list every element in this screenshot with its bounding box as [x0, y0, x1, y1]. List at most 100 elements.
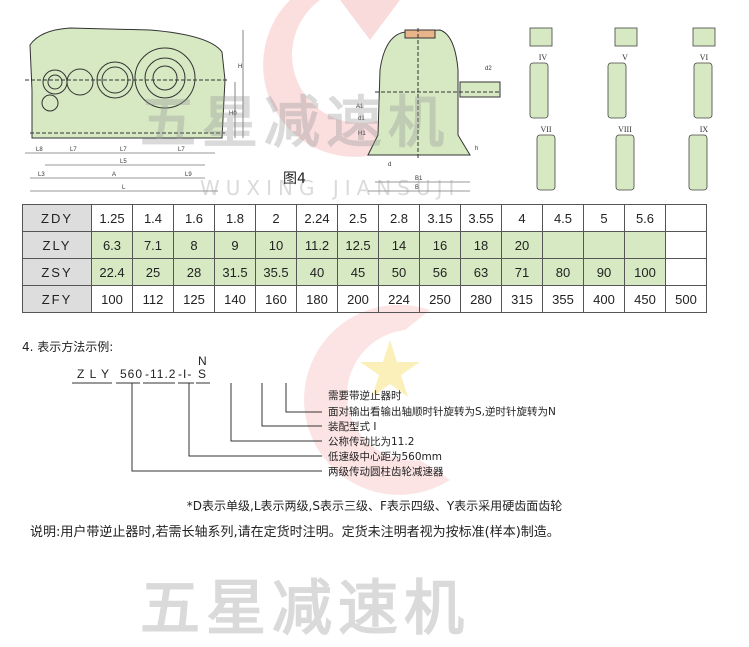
ratio-cell: 28: [173, 258, 215, 286]
ratio-cell: 500: [665, 285, 707, 313]
explanation-line: 装配型式 I: [328, 421, 377, 433]
assembly-type-label: VIII: [618, 125, 632, 134]
ratio-cell: 90: [583, 258, 625, 286]
dim-label: A: [112, 172, 116, 178]
ratio-cell: 6.3: [91, 231, 133, 259]
model-cell: ZFY: [22, 285, 92, 313]
ratio-cell: 250: [419, 285, 461, 313]
code-assembly: -I-: [178, 367, 193, 381]
ratio-cell: 25: [132, 258, 174, 286]
ratio-cell: 1.8: [214, 204, 256, 232]
assembly-type-label: IV: [539, 53, 548, 62]
dim-label: H0: [229, 111, 237, 117]
order-note: 说明:用户带逆止器时,若需长轴系列,请在定货时注明。定货未注明者视为按标准(样本…: [30, 525, 560, 540]
dim-label: B: [415, 185, 419, 191]
section-title: 4. 表示方法示例:: [22, 340, 114, 354]
code-leader-lines: [72, 382, 322, 472]
ratio-cell: 140: [214, 285, 256, 313]
ratio-cell: 80: [542, 258, 584, 286]
ratio-cell: 18: [460, 231, 502, 259]
dim-label: L7: [178, 147, 185, 153]
code-type: Z L Y: [77, 367, 111, 381]
ratio-cell: 112: [132, 285, 174, 313]
gearbox-drawings: L8 L7 L7 L7 L5 L3 A L9 L H H0 A1 d1 d d2…: [25, 27, 716, 192]
code-ratio: -11.2: [145, 367, 177, 381]
dim-label: d1: [358, 116, 365, 122]
ratio-cell: 355: [542, 285, 584, 313]
ratio-cell: [665, 231, 707, 259]
model-cell: ZLY: [22, 231, 92, 259]
ratio-cell: 20: [501, 231, 543, 259]
ratio-cell: 3.55: [460, 204, 502, 232]
ratio-cell: 8: [173, 231, 215, 259]
assembly-type-schematics: [529, 27, 716, 191]
ratio-cell: 56: [419, 258, 461, 286]
ratio-cell: 14: [378, 231, 420, 259]
ratio-cell: 45: [337, 258, 379, 286]
ratio-cell: 50: [378, 258, 420, 286]
watermark-text-en: WUXING JIANSUJI: [200, 176, 461, 200]
explanation-line: 公称传动比为11.2: [328, 436, 415, 448]
explanation-line: 面对输出看输出轴顺时针旋转为S,逆时针旋转为N: [328, 406, 556, 418]
ratio-cell: 2.24: [296, 204, 338, 232]
logo-watermark-center: [304, 304, 450, 495]
ratio-cell: [665, 204, 707, 232]
front-view-drawing: [25, 27, 228, 139]
ratio-cell: 16: [419, 231, 461, 259]
dim-label: L: [122, 185, 126, 191]
code-rotation: S: [198, 367, 208, 381]
dimension-lines: [25, 30, 244, 192]
dim-label: H: [238, 64, 242, 70]
ratio-cell: 7.1: [132, 231, 174, 259]
assembly-type-label: V: [622, 53, 628, 62]
ratio-cell: 4.5: [542, 204, 584, 232]
ratio-cell: 9: [214, 231, 256, 259]
ratio-cell: 100: [624, 258, 666, 286]
watermark-text: 五星减速机: [140, 91, 450, 156]
ratio-cell: 10: [255, 231, 297, 259]
footnote: *D表示单级,L表示两级,S表示三级、F表示四级、Y表示采用硬齿面齿轮: [186, 499, 563, 513]
ratio-cell: 200: [337, 285, 379, 313]
figure-label: 图4: [283, 171, 306, 187]
assembly-type-label: IX: [700, 125, 709, 134]
dim-label: L9: [185, 172, 192, 178]
assembly-type-label: VII: [540, 125, 551, 134]
dim-label: L8: [36, 147, 43, 153]
ratio-cell: [665, 258, 707, 286]
dim-label: B1: [415, 176, 423, 182]
dim-label: L5: [120, 159, 127, 165]
dim-label: H1: [358, 131, 366, 137]
ratio-cell: 71: [501, 258, 543, 286]
logo-watermark: [263, 0, 420, 157]
ratio-cell: 31.5: [214, 258, 256, 286]
dim-label: L3: [38, 172, 45, 178]
ratio-cell: 100: [91, 285, 133, 313]
ratio-cell: 315: [501, 285, 543, 313]
ratio-cell: 12.5: [337, 231, 379, 259]
explanation-line: 需要带逆止器时: [328, 390, 402, 402]
ratio-cell: 160: [255, 285, 297, 313]
ratio-cell: [542, 231, 584, 259]
model-cell: ZSY: [22, 258, 92, 286]
explanation-line: 两级传动圆柱齿轮减速器: [328, 466, 444, 478]
code-rotation-alt: N: [198, 354, 208, 368]
ratio-cell: 5.6: [624, 204, 666, 232]
dim-label: L7: [70, 147, 77, 153]
ratio-cell: 63: [460, 258, 502, 286]
watermark-text-bottom: 五星减速机: [140, 574, 470, 644]
dim-label: A1: [356, 104, 364, 110]
code-distance: 560: [120, 367, 144, 381]
ratio-cell: 450: [624, 285, 666, 313]
side-view-drawing: [367, 28, 501, 192]
ratio-cell: 22.4: [91, 258, 133, 286]
dim-label: h: [475, 146, 478, 152]
dim-label: d: [388, 162, 391, 168]
model-cell: ZDY: [22, 204, 92, 232]
dim-label: L7: [120, 147, 127, 153]
ratio-cell: 3.15: [419, 204, 461, 232]
